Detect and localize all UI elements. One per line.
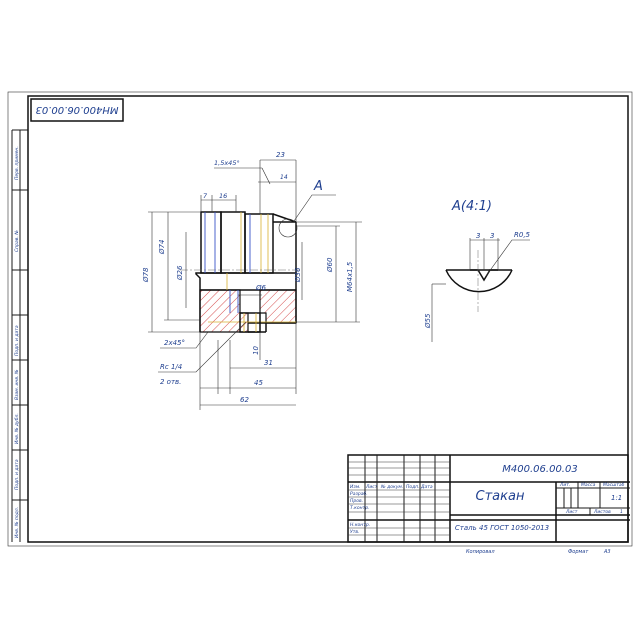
- row-doc: № докум.: [380, 484, 403, 490]
- title-block: Изм. Лист № докум. Подп. Дата Разраб. Пр…: [347, 454, 630, 543]
- detail-dim-3a: 3: [476, 232, 480, 240]
- dim-phi36: Ø36: [294, 267, 302, 283]
- dim-15x45: 1,5х45°: [214, 159, 240, 167]
- side-box-5: Взам. инв. №: [14, 369, 20, 400]
- side-box-6: Подп. и дата: [14, 325, 20, 356]
- sheets-label: Листов: [593, 509, 611, 515]
- rotated-code-box: МН400.06.00.03: [30, 98, 124, 122]
- dim-m64: M64х1,5: [346, 261, 354, 292]
- row-list: Лист: [365, 484, 378, 490]
- format-value: A3: [603, 549, 611, 555]
- row-date: Дата: [420, 484, 433, 490]
- outer-frame: [7, 91, 633, 547]
- dim-2x45: 2х45°: [164, 339, 185, 347]
- part-name: Стакан: [476, 489, 525, 504]
- dim-16: 16: [219, 192, 227, 200]
- row-sign: Подп.: [406, 484, 420, 490]
- side-box-1: Перв. примен.: [14, 146, 20, 180]
- side-box-4: Инв. № дубл.: [14, 413, 20, 444]
- sheet-label: Лист: [565, 509, 578, 515]
- detail-view-a: A(4:1) 3 3 R0,5 Ø55: [424, 199, 531, 342]
- dim-10: 10: [252, 346, 260, 355]
- role-prov: Пров.: [350, 498, 363, 504]
- role-tkontr: Т.контр.: [350, 505, 370, 511]
- rotated-code: МН400.06.00.03: [36, 104, 119, 115]
- side-box-2: Справ. №: [14, 230, 20, 252]
- detail-dim-3b: 3: [490, 232, 494, 240]
- thread-rc: Rc 1/4: [160, 363, 182, 371]
- copied-label: Копировал: [466, 549, 495, 555]
- format-label: Формат: [568, 549, 589, 555]
- row-izm: Изм.: [350, 484, 361, 490]
- detail-r05: R0,5: [514, 231, 531, 239]
- dim-7: 7: [203, 192, 208, 200]
- side-box-3: Подп. и дата: [14, 459, 20, 490]
- material: Сталь 45 ГОСТ 1050-2013: [455, 524, 549, 532]
- dim-phi6: Ø6: [255, 284, 267, 292]
- scale-value: 1:1: [611, 494, 622, 502]
- side-strip: Перв. примен. Справ. № Подп. и дата Инв.…: [11, 129, 28, 542]
- dim-phi74: Ø74: [158, 240, 166, 255]
- detail-phi55: Ø55: [424, 313, 432, 329]
- thread-holes: 2 отв.: [160, 378, 181, 386]
- sheets-value: 1: [620, 509, 623, 515]
- scale-header: Масштаб: [603, 482, 625, 488]
- callout-a-circle: [278, 218, 298, 238]
- dim-phi26: Ø26: [176, 265, 184, 281]
- role-utv: Утв.: [350, 529, 359, 535]
- section-hatch: [199, 289, 249, 333]
- role-nkontr: Н.контр.: [350, 522, 370, 528]
- dim-62: 62: [240, 396, 249, 404]
- mass-header: Масса: [581, 482, 596, 488]
- main-view: 23 14 1,5х45° 7 16 A Ø78 Ø74 Ø26 Ø6 Ø36: [142, 151, 362, 410]
- dim-phi60: Ø60: [326, 257, 334, 273]
- view-label-a: A: [313, 179, 323, 194]
- dim-23: 23: [276, 151, 285, 159]
- dim-14: 14: [280, 174, 288, 181]
- lit-header: Лит.: [559, 482, 570, 488]
- dim-45: 45: [254, 379, 263, 387]
- role-razrab: Разраб.: [350, 491, 368, 497]
- detail-label: A(4:1): [451, 199, 492, 214]
- dim-31: 31: [264, 359, 273, 367]
- drawing-code: М400.06.00.03: [502, 464, 577, 475]
- title-block-grid: [348, 461, 450, 536]
- dim-phi78: Ø78: [142, 267, 150, 283]
- side-box-7: Инв. № подл.: [14, 507, 20, 538]
- inner-frame: [27, 95, 629, 543]
